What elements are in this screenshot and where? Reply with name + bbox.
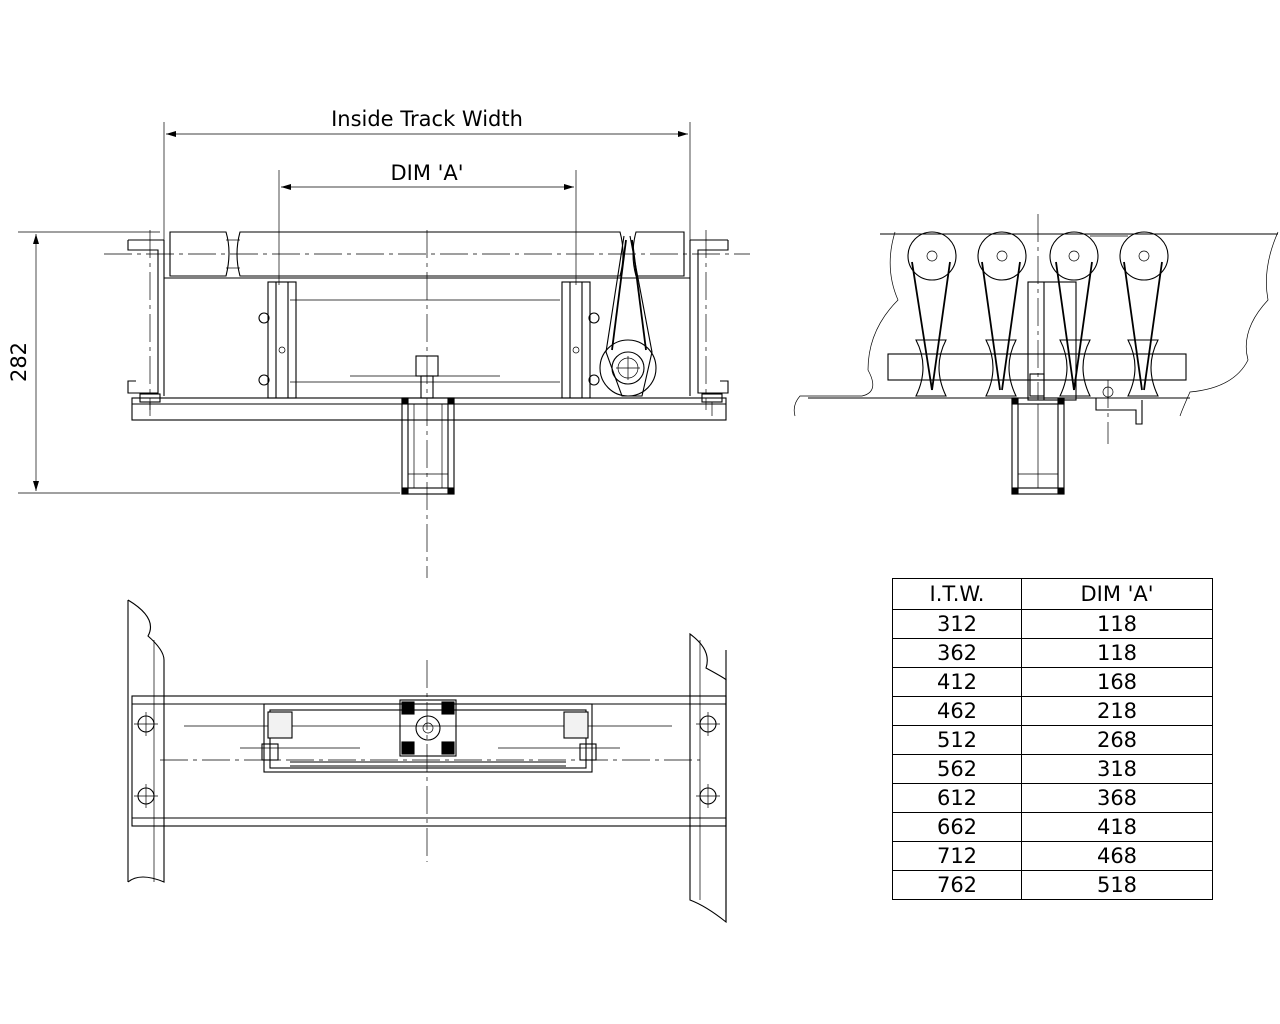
dim-a-cell: 518 <box>1021 870 1213 900</box>
itw-cell: 762 <box>892 870 1022 900</box>
itw-cell: 712 <box>892 841 1022 871</box>
dim-a-cell: 468 <box>1021 841 1213 871</box>
dim-a-cell: 168 <box>1021 667 1213 697</box>
itw-cell: 562 <box>892 754 1022 784</box>
itw-cell: 612 <box>892 783 1022 813</box>
inside-track-width-label: Inside Track Width <box>331 107 523 131</box>
side-cylinder <box>1011 281 1077 495</box>
roller <box>169 231 685 277</box>
dim-a-cell: 268 <box>1021 725 1213 755</box>
right-side-frame <box>689 230 729 410</box>
table-header-row: I.T.W. DIM 'A' <box>892 578 1213 610</box>
drive-belt <box>599 235 657 397</box>
itw-cell: 312 <box>892 609 1022 639</box>
dim-a-cell: 318 <box>1021 754 1213 784</box>
pneumatic-cylinder <box>350 355 500 495</box>
right-track <box>689 632 727 924</box>
right-bracket <box>561 281 600 399</box>
dim-a-cell: 118 <box>1021 609 1213 639</box>
height-label: 282 <box>7 342 31 382</box>
itw-cell: 462 <box>892 696 1022 726</box>
side-view <box>793 214 1279 495</box>
left-bracket <box>258 281 297 399</box>
dim-a-cell: 368 <box>1021 783 1213 813</box>
itw-cell: 662 <box>892 812 1022 842</box>
side-belts <box>911 261 1163 391</box>
dim-a-label: DIM 'A' <box>390 161 463 185</box>
inside-track-width-dimension: Inside Track Width <box>163 107 691 260</box>
left-track <box>127 599 165 883</box>
height-dimension: 282 <box>7 231 400 494</box>
itw-cell: 512 <box>892 725 1022 755</box>
cross-plate <box>131 695 727 827</box>
dim-a-cell: 118 <box>1021 638 1213 668</box>
dim-a-header: DIM 'A' <box>1021 578 1213 610</box>
top-wheels <box>907 231 1169 281</box>
plan-view <box>127 599 727 924</box>
itw-header: I.T.W. <box>892 578 1022 610</box>
cylinder-top-view <box>399 699 457 757</box>
side-angle-bracket <box>1095 380 1143 444</box>
itw-cell: 362 <box>892 638 1022 668</box>
dim-a-dimension: DIM 'A' <box>278 161 577 285</box>
dim-a-cell: 218 <box>1021 696 1213 726</box>
lift-frame <box>240 703 620 773</box>
left-side-frame <box>127 230 165 410</box>
dim-a-cell: 418 <box>1021 812 1213 842</box>
front-view: Inside Track Width DIM 'A' 282 <box>7 107 750 578</box>
lower-shaft <box>887 339 1187 397</box>
itw-cell: 412 <box>892 667 1022 697</box>
